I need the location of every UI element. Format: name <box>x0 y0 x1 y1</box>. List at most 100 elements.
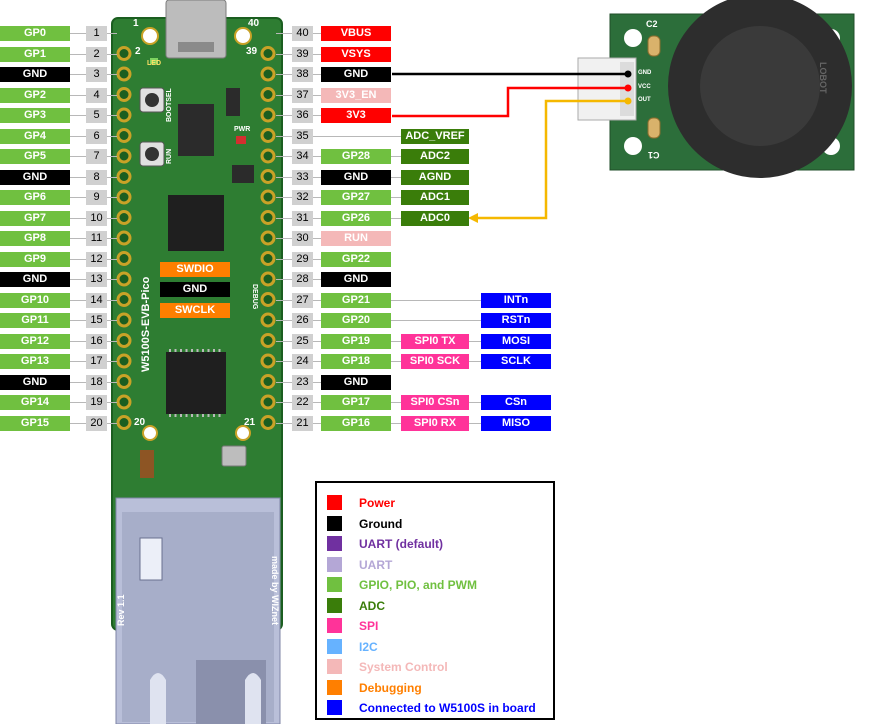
left-pin-label: GP5 <box>0 149 70 164</box>
right-pin-label: RUN <box>321 231 391 246</box>
joystick-c1-label: C1 <box>648 150 660 160</box>
left-pin-number: 2 <box>86 46 107 62</box>
left-pin-number: 6 <box>86 128 107 144</box>
left-pin-number: 14 <box>86 292 107 308</box>
connector-line <box>70 402 86 403</box>
w5100s-signal-label: SCLK <box>481 354 551 369</box>
pad-left <box>116 87 132 102</box>
pad-left <box>116 128 132 143</box>
connector-line <box>321 135 401 137</box>
w5100s-signal-label: MOSI <box>481 333 551 349</box>
left-pin-number: 18 <box>86 374 107 390</box>
legend-label: I2C <box>359 639 378 654</box>
left-pin-label: GP9 <box>0 251 70 267</box>
connector-line <box>391 217 401 219</box>
left-pin-label: GP8 <box>0 231 70 246</box>
pad-left <box>116 271 132 287</box>
right-pin-label: GP28 <box>321 149 391 164</box>
legend-label: UART <box>359 557 393 572</box>
connector-line <box>313 238 321 239</box>
connector-line <box>313 156 321 157</box>
left-pin-number: 16 <box>86 333 107 349</box>
pin21-marker: 21 <box>244 417 256 428</box>
connector-line <box>469 422 481 424</box>
connector-line <box>313 279 321 280</box>
debug-gnd-label: GND <box>160 282 230 297</box>
right-pin-label: GND <box>321 374 391 390</box>
right-pin-number: 26 <box>292 313 313 328</box>
pad-left <box>116 415 132 430</box>
adc-function-label: ADC0 <box>401 210 469 226</box>
connector-line <box>276 402 292 403</box>
connector-line <box>70 299 86 301</box>
connector-line <box>313 258 321 260</box>
left-pin-number: 8 <box>86 169 107 185</box>
connector-line <box>70 94 86 96</box>
spi-function-label: SPI0 TX <box>401 333 469 349</box>
left-pin-label: GP7 <box>0 210 70 226</box>
left-pin-label: GND <box>0 169 70 185</box>
pwr-label: PWR <box>234 126 251 133</box>
pad-right <box>260 87 276 102</box>
connector-line <box>107 197 117 198</box>
board-name: W5100S-EVB-Pico <box>140 276 152 372</box>
legend-label: GPIO, PIO, and PWM <box>359 578 478 592</box>
legend-label: System Control <box>359 660 448 674</box>
pad-left <box>116 169 132 184</box>
debug-swclk-label: SWCLK <box>160 303 230 318</box>
pad-left <box>116 353 132 369</box>
connector-line <box>107 279 117 280</box>
pad-left <box>116 66 132 82</box>
pad-left <box>116 148 132 164</box>
left-pin-number: 10 <box>86 210 107 226</box>
pin39-marker: 39 <box>246 46 258 57</box>
right-pin-number: 24 <box>292 354 313 369</box>
adc-function-label: ADC1 <box>401 190 469 205</box>
left-pin-label: GP0 <box>0 26 70 41</box>
left-pin-number: 19 <box>86 395 107 410</box>
connector-line <box>313 340 321 342</box>
connector-line <box>107 217 117 219</box>
right-pin-number: 40 <box>292 26 313 41</box>
left-pin-number: 12 <box>86 251 107 267</box>
legend-swatch <box>327 515 342 531</box>
right-pin-number: 23 <box>292 374 313 390</box>
legend-label: Debugging <box>359 680 422 695</box>
right-pin-number: 31 <box>292 210 313 226</box>
right-pin-label: GND <box>321 169 391 185</box>
left-pin-number: 4 <box>86 87 107 103</box>
connector-line <box>469 340 481 342</box>
joystick-pin-vcc: VCC <box>638 84 651 90</box>
w5100s-signal-label: RSTn <box>481 313 551 328</box>
spi-function-label: SPI0 CSn <box>401 395 469 410</box>
connector-line <box>276 53 292 55</box>
right-pin-number: 27 <box>292 292 313 308</box>
pad-right <box>260 415 276 430</box>
left-pin-number: 17 <box>86 354 107 369</box>
connector-line <box>107 320 117 321</box>
connector-line <box>313 53 321 55</box>
pad-left <box>116 333 132 348</box>
run-label: RUN <box>166 148 173 164</box>
connector-line <box>276 279 292 280</box>
joystick-pin-gnd: GND <box>638 70 652 76</box>
connector-line <box>107 94 117 96</box>
left-pin-label: GP11 <box>0 313 70 328</box>
pad-right <box>260 312 276 328</box>
connector-line <box>391 197 401 198</box>
pad-left <box>116 210 132 225</box>
rev-label: Rev 1.1 <box>116 594 126 626</box>
pin1-marker: 1 <box>133 18 139 29</box>
wire-arrow <box>468 213 478 223</box>
right-pin-number: 34 <box>292 149 313 164</box>
connector-line <box>313 115 321 116</box>
connector-line <box>391 361 401 362</box>
debug-swdio-label: SWDIO <box>160 262 230 277</box>
connector-line <box>107 238 117 239</box>
legend-label: Connected to W5100S in board <box>359 701 536 715</box>
connector-line <box>107 381 117 383</box>
right-pin-label: GP17 <box>321 395 391 410</box>
pad-left <box>116 230 132 246</box>
bootsel-label: BOOTSEL <box>166 88 173 122</box>
